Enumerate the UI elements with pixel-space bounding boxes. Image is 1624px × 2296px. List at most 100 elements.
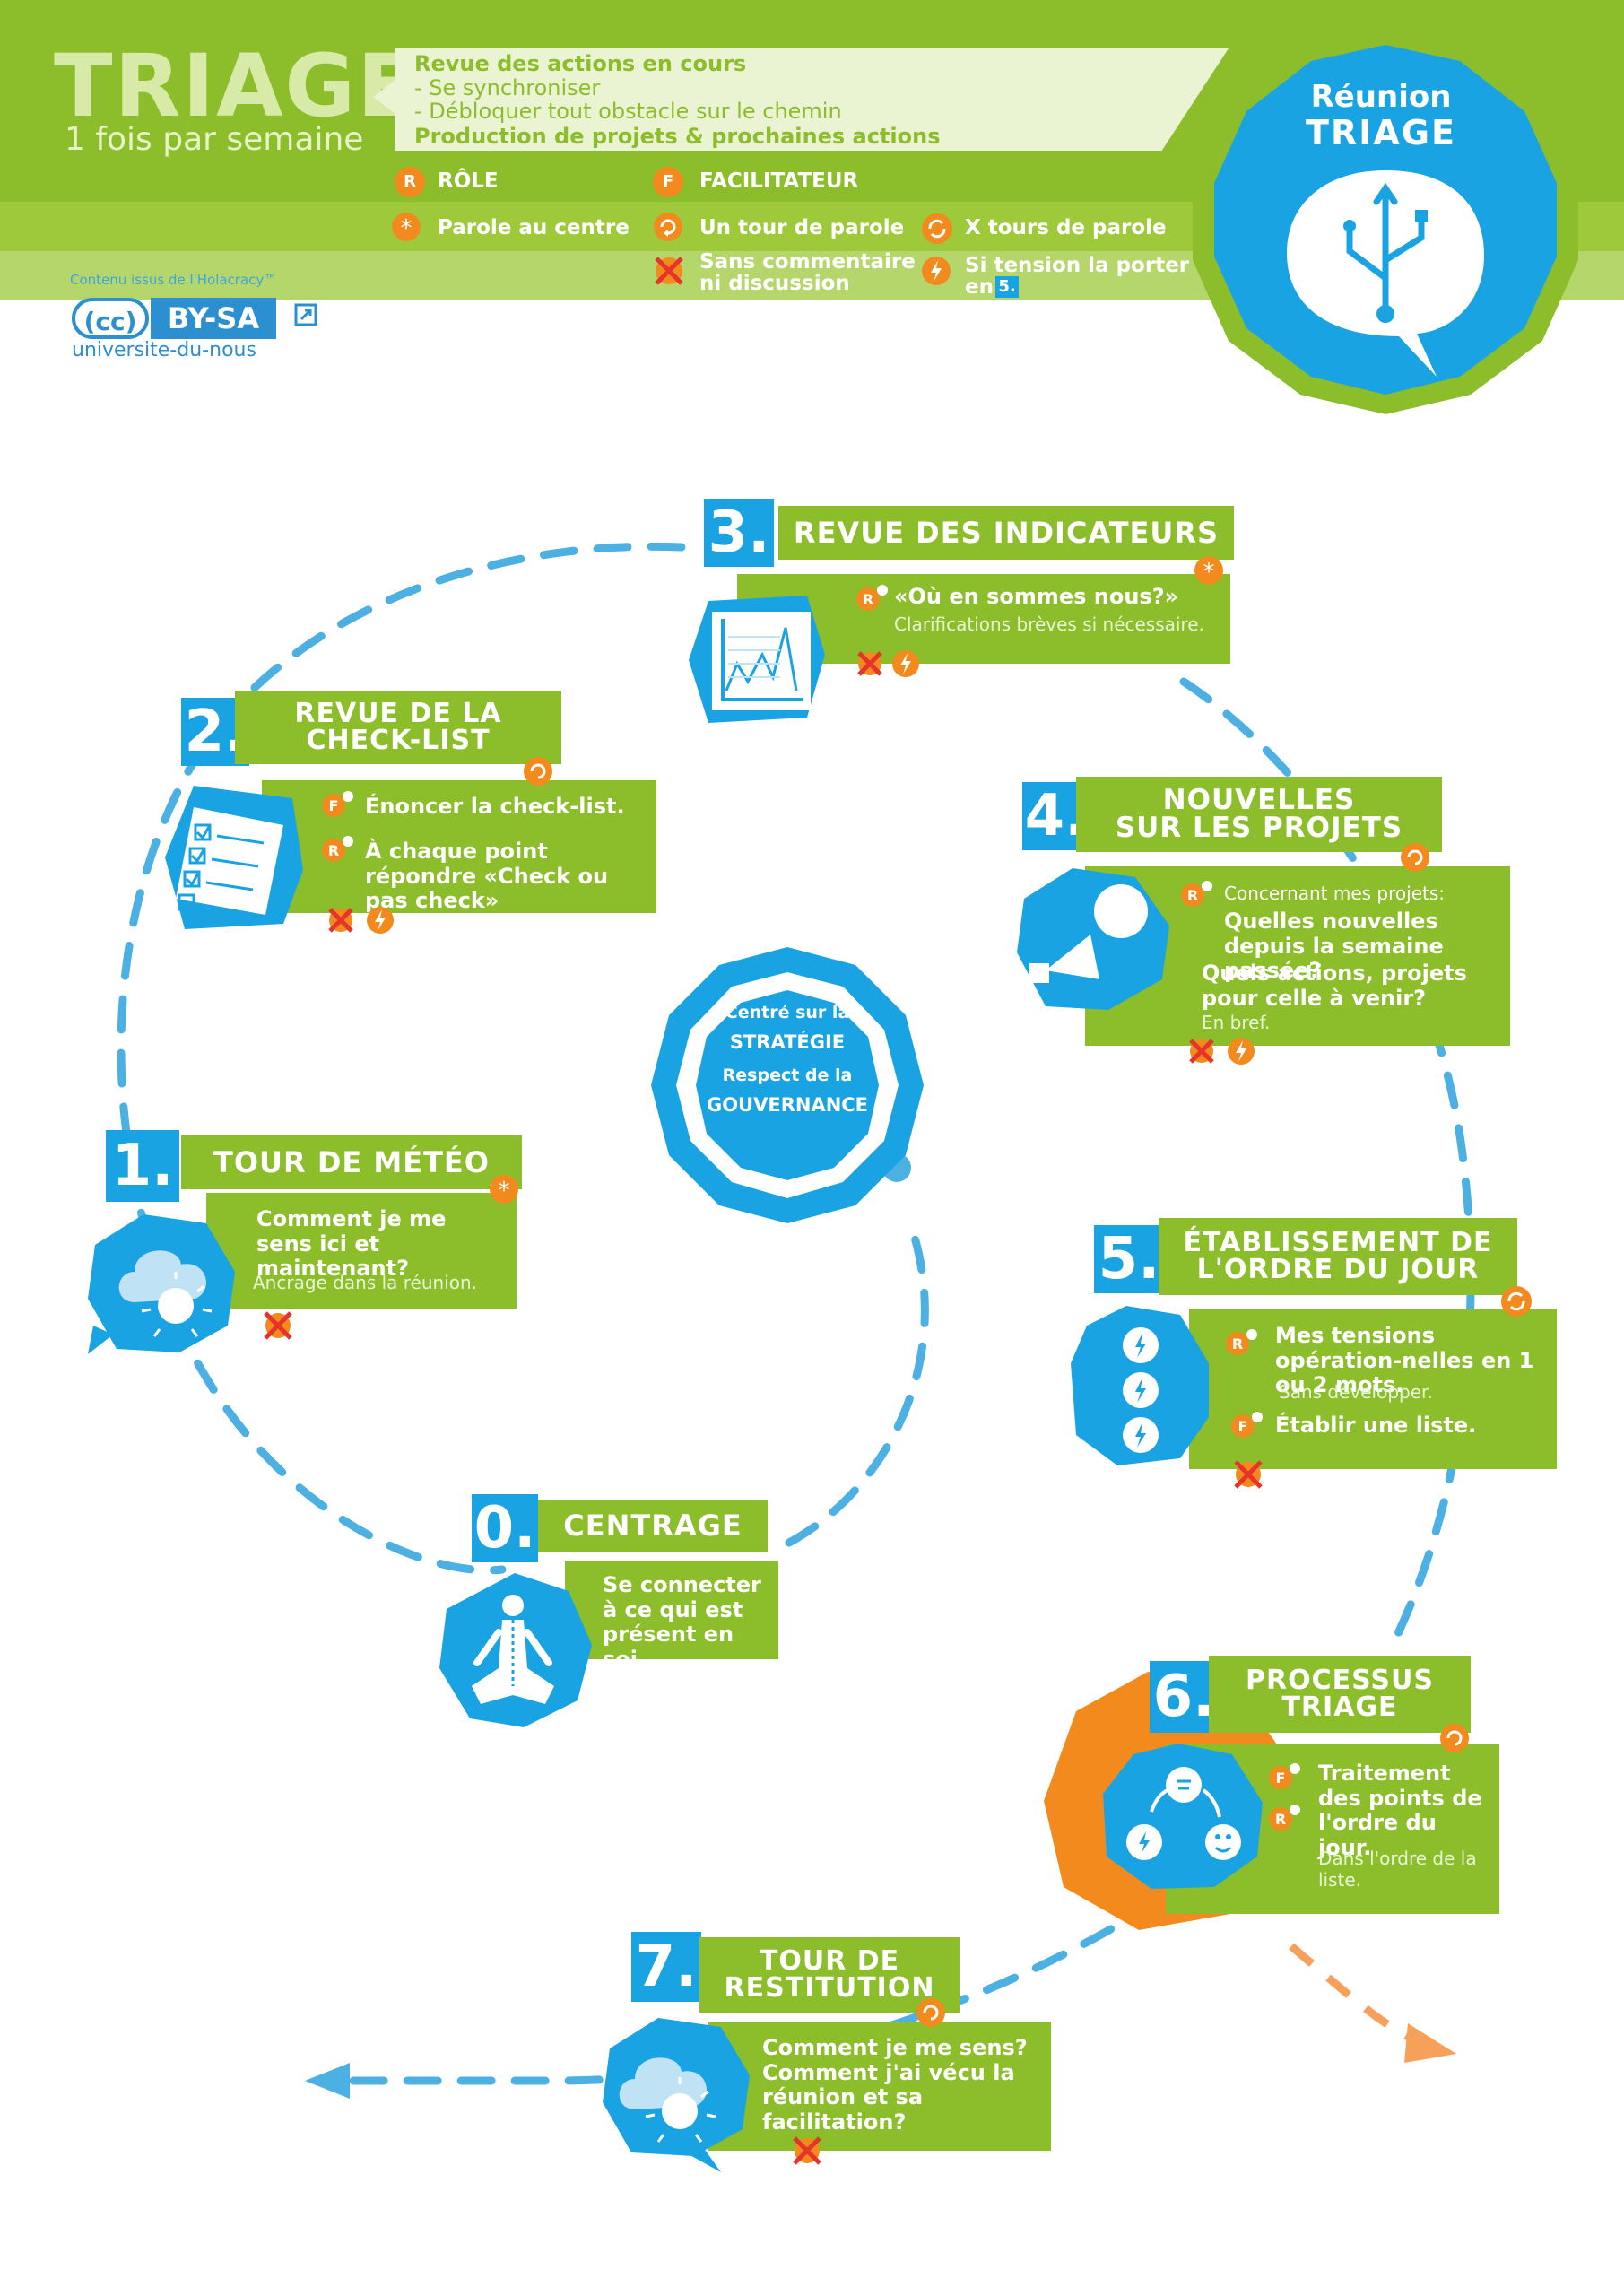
step-5-no-comment-icon <box>1234 1460 1263 1489</box>
svg-text:F: F <box>1238 1418 1248 1435</box>
weather-icon <box>88 1214 235 1354</box>
legend-facilitator: FACILITATEUR <box>699 170 859 193</box>
step-4-q1: Quelles nouvelles depuis la semaine pass… <box>1224 909 1444 984</box>
step-7-title-2: RESTITUTION <box>724 1972 935 2004</box>
no-comment-icon <box>655 257 683 285</box>
step-4-rule-icons <box>1189 1038 1255 1065</box>
step-2-one-round-icon <box>524 757 552 786</box>
banner-line-4: Production de projets & prochaines actio… <box>414 124 941 149</box>
step-4-q2: Quels actions, projets pour celle à veni… <box>1202 961 1467 1011</box>
center-line-2: STRATÉGIE <box>729 1031 846 1053</box>
svg-text:R: R <box>1275 1811 1286 1828</box>
banner-tip <box>373 79 396 115</box>
svg-text:*: * <box>401 215 413 242</box>
svg-text:R: R <box>863 591 873 608</box>
step-2-title: REVUE DE LA CHECK-LIST <box>235 691 561 764</box>
step-7-text: Comment je me sens? Comment j'ai vécu la… <box>762 2035 1028 2135</box>
step-2-role-icon: R <box>322 836 353 862</box>
step-0-title: CENTRAGE <box>538 1500 768 1552</box>
step-1-text: Comment je me sens ici et maintenant? <box>256 1206 447 1282</box>
step-5-sub: Sans développer. <box>1279 1381 1433 1403</box>
step-1-no-comment-icon <box>264 1311 292 1340</box>
step-6-title: PROCESSUS TRIAGE <box>1209 1656 1471 1733</box>
step-6-one-round-icon <box>1440 1724 1469 1752</box>
step-2-title-1: REVUE DE LA <box>294 698 502 729</box>
credit-source: Contenu issus de l'Holacracy™ <box>70 272 278 288</box>
checklist-icon <box>165 786 303 929</box>
step-4-one-round-icon <box>1401 843 1429 872</box>
step-1-title: TOUR DE MÉTÉO <box>181 1135 522 1189</box>
step-5-x-rounds-icon <box>1501 1286 1532 1317</box>
step-4-sub: En bref. <box>1202 1012 1271 1033</box>
page-subtitle: 1 fois par semaine <box>65 121 364 158</box>
license-badge: BY-SA <box>151 298 276 339</box>
step-1-center-icon: * <box>490 1175 518 1205</box>
svg-text:F: F <box>1276 1770 1286 1787</box>
summary-banner <box>395 48 1229 151</box>
step-5-facilitator-icon: F <box>1231 1412 1263 1438</box>
role-icon: R <box>395 167 425 197</box>
step-5-role-icon: R <box>1226 1329 1257 1355</box>
step-1-sub: Ancrage dans la réunion. <box>253 1272 478 1293</box>
chart-icon <box>689 596 825 723</box>
banner-line-1: Revue des actions en cours <box>414 51 747 76</box>
step-4-intro: Concernant mes projets: <box>1224 883 1445 904</box>
legend-center: Parole au centre <box>438 216 630 239</box>
step-5-title: ÉTABLISSEMENT DE L'ORDRE DU JOUR <box>1159 1218 1517 1295</box>
step-2-title-2: CHECK-LIST <box>306 725 491 756</box>
banner-line-2: - Se synchroniser <box>414 75 601 100</box>
triage-process-icon <box>1103 1744 1263 1889</box>
step-6-facilitator-icon: F <box>1269 1763 1300 1789</box>
step-6-number: 6. <box>1150 1661 1218 1733</box>
megaphone-icon <box>1017 868 1169 1010</box>
tensions-icon <box>1071 1306 1209 1465</box>
legend-no-comment-1: Sans commentaire <box>699 250 916 274</box>
step-6-text: Traitement des points de l'ordre du jour… <box>1318 1761 1482 1860</box>
step-0-content: Se connecter à ce qui est présent en soi… <box>565 1561 778 1672</box>
external-link-icon[interactable] <box>294 303 317 326</box>
svg-text:F: F <box>329 797 339 814</box>
step-4-title-1: NOUVELLES <box>1162 784 1356 816</box>
step-6-role-icon: R <box>1269 1805 1300 1831</box>
svg-text:R: R <box>328 842 339 859</box>
step-5-text-2: Établir une liste. <box>1275 1413 1477 1438</box>
x-rounds-icon <box>922 213 952 244</box>
step-5-number: 5. <box>1094 1225 1164 1293</box>
center-speech-icon: * <box>392 213 421 242</box>
center-line-1: Centré sur la <box>725 1003 850 1022</box>
step-6-sub: Dans l'ordre de la liste. <box>1318 1848 1477 1891</box>
step-3-sub: Clarifications brèves si nécessaire. <box>894 613 1204 635</box>
step-7-number: 7. <box>631 1932 701 2002</box>
step-7-content: Comment je me sens? Comment j'ai vécu la… <box>708 2022 1051 2151</box>
step-2-text-1: Énoncer la check-list. <box>365 794 625 819</box>
legend-role: RÔLE <box>438 170 499 193</box>
meeting-badge <box>1193 25 1578 414</box>
center-line-3: Respect de la <box>722 1065 853 1085</box>
step-2-rule-icons <box>328 907 394 934</box>
legend-tension-1: Si tension la porter <box>965 254 1190 277</box>
svg-text:*: * <box>1203 559 1215 586</box>
tension-step-badge: 5. <box>995 276 1019 298</box>
step-3-number: 3. <box>704 499 774 567</box>
svg-text:R: R <box>1232 1335 1243 1352</box>
meditation-icon <box>439 1573 592 1727</box>
step-3-rule-icons <box>857 650 919 677</box>
step-2-facilitator-icon: F <box>322 791 353 817</box>
svg-text:R: R <box>1187 887 1198 904</box>
legend-x-rounds: X tours de parole <box>965 216 1167 239</box>
step-6-title-1: PROCESSUS <box>1246 1665 1434 1696</box>
step-7-one-round-icon <box>916 1998 945 2027</box>
svg-text:*: * <box>499 1178 510 1205</box>
facilitator-icon: F <box>653 167 683 197</box>
legend-no-comment-2: ni discussion <box>699 272 850 295</box>
step-4-role-icon: R <box>1181 881 1212 907</box>
page-title: TRIAGE <box>54 36 418 136</box>
step-0-text: Se connecter à ce qui est présent en soi… <box>603 1572 761 1672</box>
badge-title-1: Réunion <box>1310 79 1452 115</box>
step-5-title-2: L'ORDRE DU JOUR <box>1196 1254 1480 1285</box>
step-3-text: «Où en sommes nous?» <box>894 584 1179 609</box>
step-0-number: 0. <box>472 1494 538 1562</box>
org-name[interactable]: universite-du-nous <box>72 339 256 361</box>
step-4-title-2: SUR LES PROJETS <box>1115 812 1403 844</box>
banner-line-3: - Débloquer tout obstacle sur le chemin <box>414 99 842 124</box>
